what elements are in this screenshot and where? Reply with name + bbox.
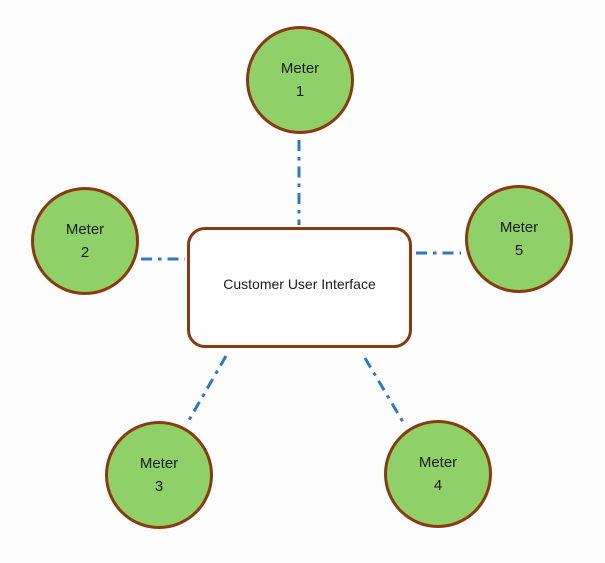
meter-3-label: Meter	[139, 455, 179, 472]
node-meter-3: Meter 3	[105, 421, 213, 529]
node-meter-2: Meter 2	[31, 187, 139, 295]
hub-customer-user-interface: Customer User Interface	[187, 227, 412, 348]
meter-3-number: 3	[154, 478, 164, 495]
meter-2-label: Meter	[65, 221, 105, 238]
meter-4-number: 4	[433, 477, 443, 494]
connector-hub-meter-3	[187, 355, 228, 421]
meter-2-number: 2	[80, 244, 90, 261]
connector-hub-meter-4	[363, 357, 405, 423]
meter-5-number: 5	[514, 242, 524, 259]
node-meter-5: Meter 5	[465, 185, 573, 293]
hub-label: Customer User Interface	[223, 275, 376, 292]
meter-4-label: Meter	[418, 454, 458, 471]
node-meter-1: Meter 1	[246, 26, 354, 134]
meter-1-number: 1	[295, 83, 305, 100]
meter-1-label: Meter	[280, 60, 320, 77]
meter-5-label: Meter	[499, 219, 539, 236]
node-meter-4: Meter 4	[384, 420, 492, 528]
